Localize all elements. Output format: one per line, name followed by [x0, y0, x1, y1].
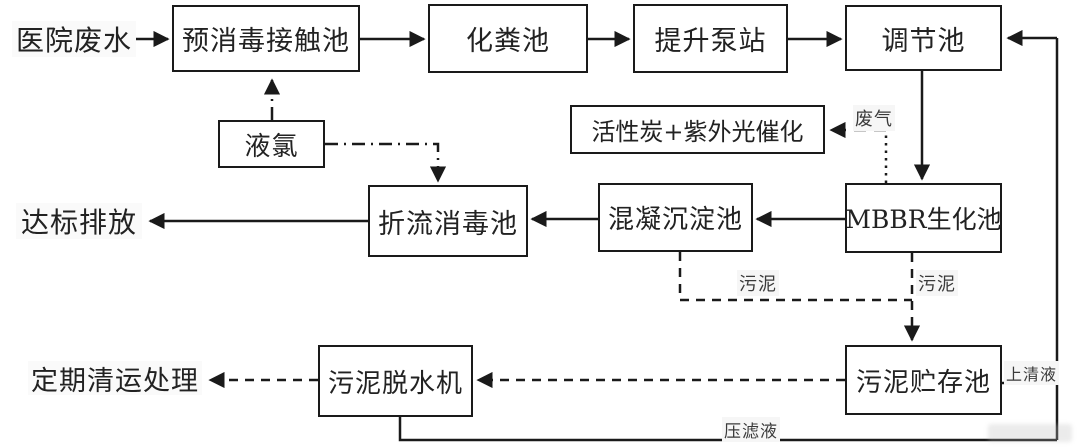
node-pre-disinfection-contact-tank: 预消毒接触池: [172, 5, 360, 72]
node-label: 污泥贮存池: [855, 367, 991, 398]
node-label: 化粪池: [466, 26, 550, 57]
node-septic-tank: 化粪池: [428, 4, 588, 73]
node-activated-carbon-uv-photocatalysis: 活性炭+紫外光催化: [570, 105, 825, 154]
label-supernatant: 上清液: [1004, 361, 1060, 385]
node-lift-pump-station: 提升泵站: [633, 4, 788, 73]
node-coagulation-sedimentation-tank: 混凝沉淀池: [598, 183, 753, 252]
node-label: 活性炭+紫外光催化: [591, 118, 804, 146]
node-label: 污泥脱水机: [327, 368, 463, 399]
edge-coagulation-sludge: [678, 252, 912, 302]
terminal-label: 医院废水: [15, 24, 132, 57]
node-regulating-tank: 调节池: [845, 5, 1002, 71]
terminal-standard-discharge: 达标排放: [16, 203, 142, 239]
node-sludge-dewatering-machine: 污泥脱水机: [318, 345, 473, 417]
edge-filtrate-bottom: [398, 417, 1057, 442]
terminal-label: 定期清运处理: [31, 365, 199, 397]
terminal-periodic-disposal: 定期清运处理: [28, 361, 202, 397]
label-sludge-1: 污泥: [737, 270, 779, 296]
node-label: 提升泵站: [654, 26, 767, 57]
node-sludge-storage-tank: 污泥贮存池: [845, 345, 1002, 415]
watermark-smudge: [988, 424, 1072, 442]
terminal-hospital-wastewater: 医院废水: [12, 21, 136, 57]
node-label: 预消毒接触池: [182, 26, 350, 57]
terminal-label: 达标排放: [20, 206, 137, 239]
node-label: 折流消毒池: [378, 208, 518, 240]
node-label: 液氯: [244, 131, 299, 162]
node-label: MBBR生化池: [845, 205, 1002, 234]
node-baffled-disinfection-tank: 折流消毒池: [368, 185, 528, 257]
node-liquid-chlorine: 液氯: [218, 120, 325, 168]
label-waste-gas: 废气: [853, 105, 895, 131]
node-label: 调节池: [881, 25, 966, 57]
label-sludge-2: 污泥: [916, 270, 958, 296]
edge-chlorine-to-baffled: [325, 142, 447, 183]
label-filtrate: 压滤液: [722, 417, 780, 442]
node-mbbr-biochemical-tank: MBBR生化池: [845, 183, 1002, 253]
node-label: 混凝沉淀池: [607, 205, 743, 235]
